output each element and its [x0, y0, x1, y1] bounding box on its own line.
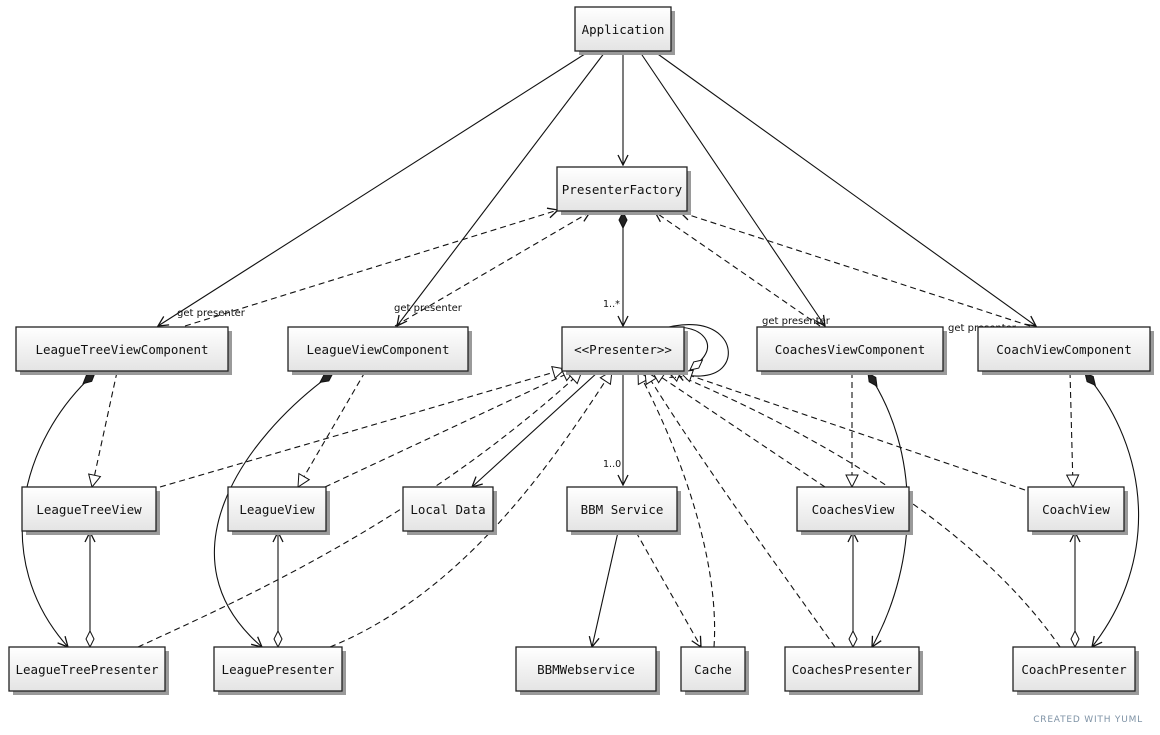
node-league-tree-view-component: LeagueTreeViewComponent — [15, 326, 232, 375]
node-label: LeagueViewComponent — [307, 342, 450, 357]
edge-cache-impl-presenter — [638, 371, 716, 648]
node-bbm-service: BBM Service — [566, 486, 681, 535]
edge-leagueview-impl-presenter — [324, 370, 575, 488]
multiplicity-label: 1.. — [668, 370, 680, 381]
node-league-tree-view: LeagueTreeView — [21, 486, 160, 535]
node-presenter-interface: <<Presenter>> — [561, 326, 688, 375]
edge-app-to-leagueviewcomponent — [397, 51, 606, 326]
node-bbm-webservice: BBMWebservice — [515, 646, 660, 695]
edge-coachviewcomponent-to-coachview — [1070, 371, 1073, 487]
node-label: LeagueTreePresenter — [16, 662, 159, 677]
node-coach-presenter: CoachPresenter — [1012, 646, 1139, 695]
node-label: CoachesViewComponent — [775, 342, 926, 357]
node-label: CoachPresenter — [1021, 662, 1127, 677]
edge-coachviewcomponent-composes-presenter — [1085, 373, 1140, 647]
edge-bbmservice-to-webservice — [592, 531, 619, 647]
node-coaches-view: CoachesView — [796, 486, 913, 535]
node-label: BBM Service — [581, 502, 664, 517]
edge-label-get-presenter: get presenter — [394, 303, 463, 314]
node-label: Local Data — [410, 502, 485, 517]
multiplicity-label: 1..* — [603, 299, 620, 310]
edge-coachview-impl-presenter — [680, 372, 1026, 491]
edge-get-presenter-league — [394, 212, 590, 327]
edge-app-to-leaguetreeviewcomponent — [158, 51, 589, 326]
node-local-data: Local Data — [402, 486, 497, 535]
edge-leaguetreeview-impl-presenter — [159, 369, 565, 488]
node-label: LeagueView — [239, 502, 315, 517]
edge-get-presenter-leaguetree — [184, 210, 558, 327]
node-league-view: LeagueView — [227, 486, 330, 535]
node-label: <<Presenter>> — [574, 342, 672, 357]
node-label: PresenterFactory — [562, 182, 683, 197]
edge-leaguetreepresenter-impl-presenter — [137, 371, 582, 648]
node-label: CoachViewComponent — [996, 342, 1131, 357]
node-coaches-view-component: CoachesViewComponent — [756, 326, 947, 375]
edge-app-to-coachviewcomponent — [654, 51, 1036, 326]
node-label: LeagueTreeView — [36, 502, 142, 517]
node-coach-view: CoachView — [1027, 486, 1128, 535]
edge-presenter-to-localdata — [472, 371, 599, 487]
node-coach-view-component: CoachViewComponent — [977, 326, 1154, 375]
edge-leaguetreeviewcomponent-to-leaguetreeview — [92, 371, 118, 487]
edge-presenter-self — [657, 324, 729, 377]
node-league-tree-presenter: LeagueTreePresenter — [8, 646, 169, 695]
edge-coachesview-impl-presenter — [652, 371, 826, 488]
node-label: LeagueTreeViewComponent — [35, 342, 208, 357]
node-label: LeaguePresenter — [222, 662, 335, 677]
node-label: Cache — [694, 662, 732, 677]
node-label: Application — [582, 22, 665, 37]
multiplicity-label: 1..0 — [603, 459, 621, 470]
node-label: CoachesView — [812, 502, 895, 517]
edge-get-presenter-coach — [680, 212, 1031, 327]
node-label: BBMWebservice — [537, 662, 635, 677]
nodes: Application PresenterFactory <<Presenter… — [8, 6, 1154, 695]
edge-leagueviewcomponent-to-leagueview — [298, 371, 366, 487]
node-league-presenter: LeaguePresenter — [213, 646, 346, 695]
edge-leaguepresenter-impl-presenter — [329, 371, 612, 648]
yuml-credit: CREATED WITH YUML — [1033, 715, 1143, 725]
edge-label-get-presenter: get presenter — [177, 308, 246, 319]
node-cache: Cache — [680, 646, 749, 695]
edge-app-to-coachesviewcomponent — [639, 51, 825, 326]
edge-coachespresenter-impl-presenter — [645, 371, 836, 648]
edge-label-get-presenter: get presenter — [762, 316, 831, 327]
node-league-view-component: LeagueViewComponent — [287, 326, 472, 375]
node-label: CoachView — [1042, 502, 1110, 517]
node-application: Application — [574, 6, 675, 55]
edge-coachpresenter-impl-presenter — [668, 371, 1061, 648]
node-label: CoachesPresenter — [792, 662, 913, 677]
edge-bbmservice-to-cache — [635, 531, 701, 647]
node-coaches-presenter: CoachesPresenter — [784, 646, 923, 695]
node-presenter-factory: PresenterFactory — [556, 166, 691, 215]
edge-get-presenter-coaches — [655, 212, 821, 327]
edge-leagueviewcomponent-composes-presenter — [213, 373, 333, 647]
